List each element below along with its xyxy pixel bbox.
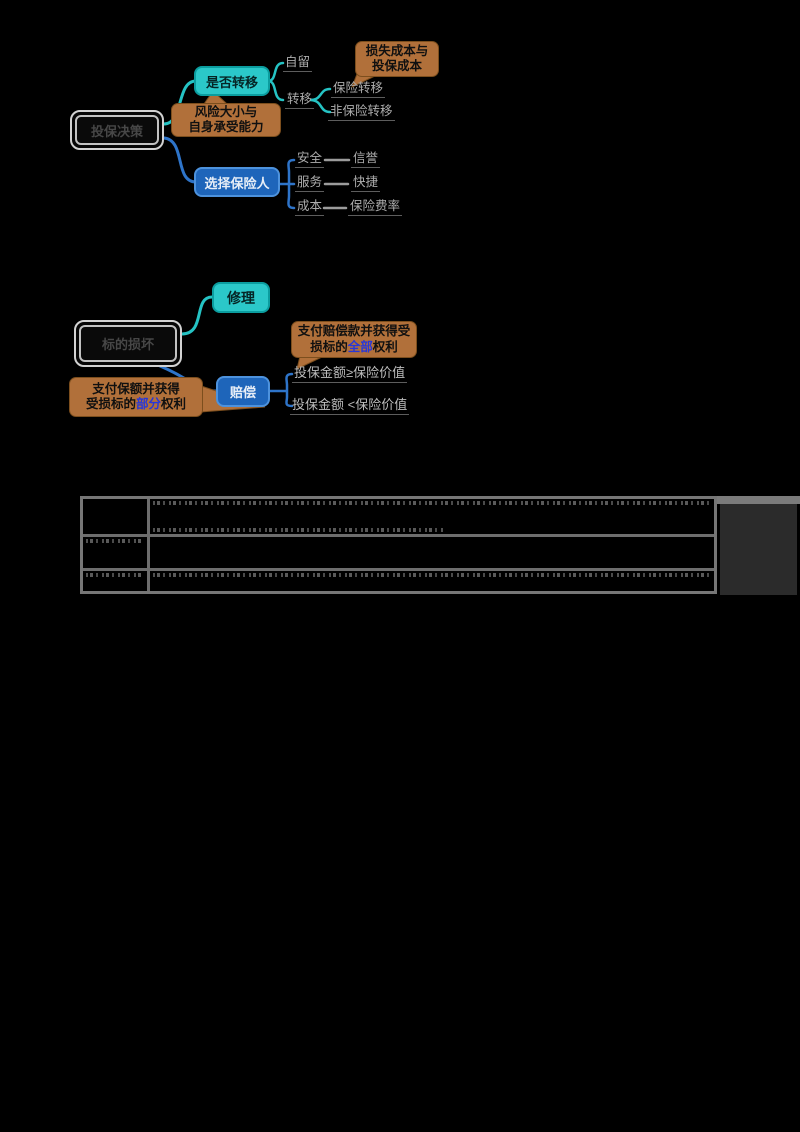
table-header-cell bbox=[83, 537, 150, 568]
table-outside-panel bbox=[720, 504, 797, 595]
callout-line: 受损标的部分权利 bbox=[86, 397, 186, 413]
root-node-subject-damage: 标的损坏 bbox=[74, 320, 182, 367]
callout-line: 支付保额并获得 bbox=[92, 381, 180, 396]
callout-highlight: 部分 bbox=[135, 397, 161, 411]
branch-choose-insurer: 选择保险人 bbox=[194, 167, 280, 197]
leaf-transfer: 转移 bbox=[285, 92, 315, 109]
callout-text: 损标的 bbox=[310, 339, 348, 354]
callout-line: 投保成本 bbox=[371, 59, 422, 73]
table-content-cell bbox=[150, 499, 714, 534]
branch-compensation: 赔偿 bbox=[216, 376, 270, 407]
callout-risk-capacity: 风险大小与 自身承受能力 bbox=[171, 103, 281, 137]
criterion-indicator-premium-rate: 保险费率 bbox=[348, 199, 403, 216]
leaf-amount-lt-value: 投保金额 <保险价值 bbox=[290, 398, 410, 415]
callout-line: 支付赔偿款并获得受 bbox=[297, 324, 411, 338]
table-content-cell bbox=[150, 537, 714, 568]
leaf-insurance-transfer: 保险转移 bbox=[331, 81, 386, 98]
table-outside-band bbox=[717, 496, 800, 504]
leaf-non-insurance-transfer: 非保险转移 bbox=[328, 104, 395, 121]
callout-highlight: 全部 bbox=[347, 339, 373, 354]
branch-label: 是否转移 bbox=[205, 74, 258, 90]
illegible-text-fragment bbox=[153, 573, 710, 577]
callout-text: 受损标的 bbox=[85, 397, 136, 411]
callout-line: 损标的全部权利 bbox=[310, 340, 398, 356]
callout-full-rights: 支付赔偿款并获得受 损标的全部权利 bbox=[291, 321, 417, 358]
illegible-text-fragment bbox=[86, 573, 143, 577]
criterion-factor-cost: 成本 bbox=[295, 199, 325, 216]
branch-label: 选择保险人 bbox=[204, 175, 270, 191]
callout-partial-rights: 支付保额并获得 受损标的部分权利 bbox=[69, 377, 203, 417]
callout-line: 自身承受能力 bbox=[188, 120, 264, 134]
illegible-text-fragment bbox=[153, 501, 710, 505]
callout-text: 权利 bbox=[372, 339, 398, 354]
callout-loss-vs-premium-cost: 损失成本与 投保成本 bbox=[355, 41, 439, 77]
illegible-text-fragment bbox=[153, 528, 444, 532]
branch-repair: 修理 bbox=[212, 282, 270, 313]
table-header-cell bbox=[83, 499, 150, 534]
branch-label: 赔偿 bbox=[229, 385, 256, 400]
root-label: 标的损坏 bbox=[79, 325, 177, 362]
table-row bbox=[83, 568, 714, 591]
branch-transfer-question: 是否转移 bbox=[194, 66, 270, 96]
root-node-insurance-decision: 投保决策 bbox=[70, 110, 164, 150]
criterion-factor-safety: 安全 bbox=[295, 151, 325, 168]
content-table bbox=[80, 496, 717, 594]
criterion-indicator-speed: 快捷 bbox=[351, 175, 381, 192]
criterion-indicator-reputation: 信誉 bbox=[351, 151, 381, 168]
callout-line: 风险大小与 bbox=[194, 104, 258, 119]
table-content-cell bbox=[150, 571, 714, 591]
table-row bbox=[83, 534, 714, 568]
callout-text: 权利 bbox=[161, 397, 187, 411]
branch-label: 修理 bbox=[227, 289, 255, 306]
criterion-factor-service: 服务 bbox=[295, 175, 325, 192]
callout-line: 损失成本与 bbox=[365, 43, 429, 58]
leaf-self-retain: 自留 bbox=[283, 55, 313, 72]
leaf-amount-ge-value: 投保金额≥保险价值 bbox=[292, 366, 408, 383]
table-row bbox=[83, 499, 714, 534]
table-header-cell bbox=[83, 571, 150, 591]
illegible-text-fragment bbox=[86, 539, 143, 543]
root-label: 投保决策 bbox=[75, 115, 159, 145]
